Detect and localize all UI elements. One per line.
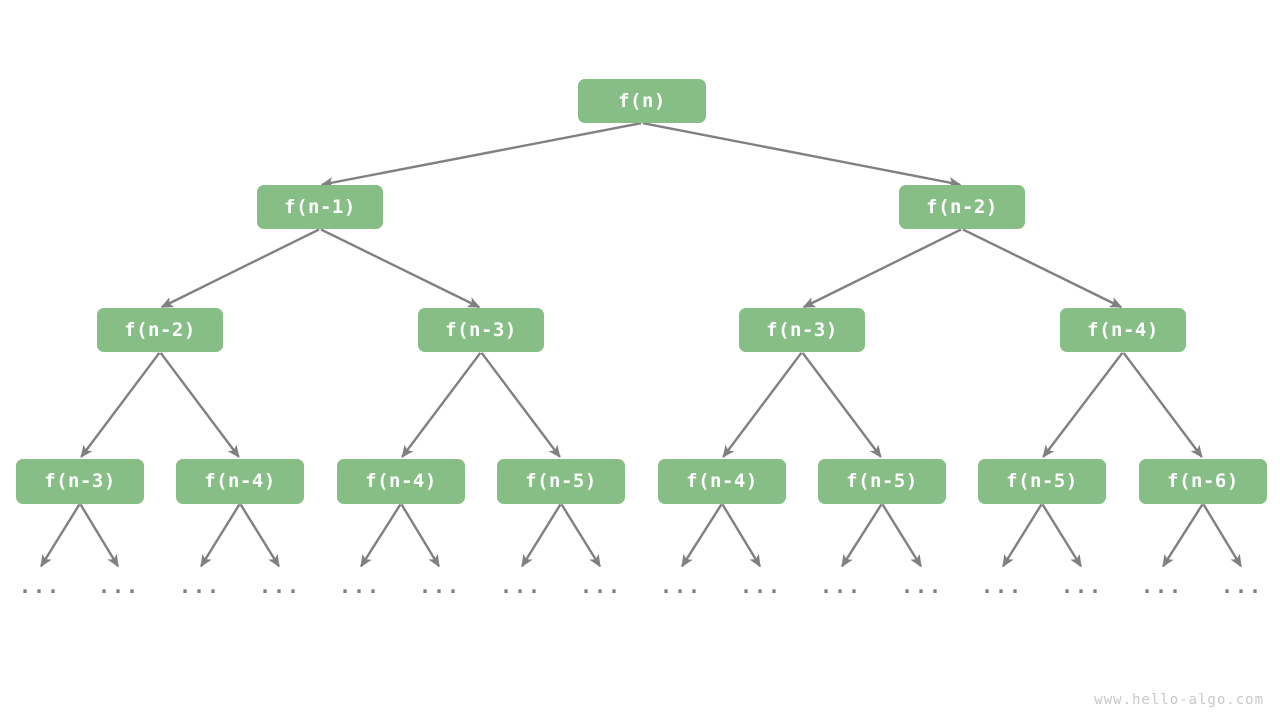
ellipsis-marker: ... — [900, 574, 944, 598]
tree-node: f(n-2) — [899, 185, 1025, 229]
tree-edge — [802, 228, 962, 309]
tree-edge — [521, 503, 562, 568]
tree-node: f(n-3) — [418, 308, 544, 352]
tree-node: f(n-4) — [337, 458, 465, 504]
tree-node: f(n-2) — [97, 308, 223, 352]
tree-edge — [560, 503, 601, 568]
tree-edge — [1162, 503, 1204, 568]
tree-edge — [841, 503, 883, 568]
tree-node: f(n-3) — [739, 308, 865, 352]
tree-node: f(n-5) — [818, 458, 946, 504]
tree-node: f(n-4) — [176, 458, 304, 504]
tree-edge — [159, 352, 240, 458]
ellipsis-marker: ... — [258, 574, 302, 598]
tree-node: f(n-4) — [1060, 308, 1186, 352]
tree-edge — [320, 228, 481, 309]
tree-edge — [239, 503, 280, 568]
tree-edge — [681, 503, 723, 568]
tree-edge — [200, 503, 241, 568]
tree-edge — [160, 228, 320, 309]
tree-edge — [801, 352, 882, 458]
tree-node: f(n-5) — [497, 458, 625, 504]
ellipsis-marker: ... — [1140, 574, 1184, 598]
ellipsis-marker: ... — [579, 574, 623, 598]
tree-edge — [1002, 503, 1043, 568]
tree-edge — [79, 503, 119, 568]
tree-edge — [360, 503, 402, 568]
tree-edge — [80, 352, 161, 458]
watermark: www.hello-algo.com — [1094, 692, 1264, 708]
ellipsis-marker: ... — [739, 574, 783, 598]
ellipsis-marker: ... — [97, 574, 141, 598]
tree-edge — [722, 352, 803, 458]
tree-edge — [1122, 352, 1203, 458]
tree-edge — [1041, 503, 1082, 568]
tree-edge — [1042, 352, 1124, 458]
tree-edge — [40, 503, 81, 568]
ellipsis-marker: ... — [18, 574, 62, 598]
ellipsis-marker: ... — [819, 574, 863, 598]
ellipsis-marker: ... — [980, 574, 1024, 598]
tree-edge — [320, 122, 642, 188]
ellipsis-marker: ... — [178, 574, 222, 598]
ellipsis-marker: ... — [499, 574, 543, 598]
ellipsis-marker: ... — [418, 574, 462, 598]
tree-edge — [401, 352, 482, 458]
tree-edge — [721, 503, 761, 568]
tree-node: f(n-1) — [257, 185, 383, 229]
tree-node: f(n-3) — [16, 458, 144, 504]
tree-node: f(n-5) — [978, 458, 1106, 504]
tree-edge — [1202, 503, 1242, 568]
tree-edge — [642, 122, 962, 188]
tree-node: f(n-6) — [1139, 458, 1267, 504]
tree-edge — [962, 228, 1123, 309]
ellipsis-marker: ... — [1220, 574, 1264, 598]
tree-node: f(n-4) — [658, 458, 786, 504]
tree-edge — [480, 352, 561, 458]
tree-node: f(n) — [578, 79, 706, 123]
ellipsis-marker: ... — [338, 574, 382, 598]
ellipsis-marker: ... — [1060, 574, 1104, 598]
ellipsis-marker: ... — [659, 574, 703, 598]
tree-edge — [400, 503, 440, 568]
tree-edge — [881, 503, 922, 568]
